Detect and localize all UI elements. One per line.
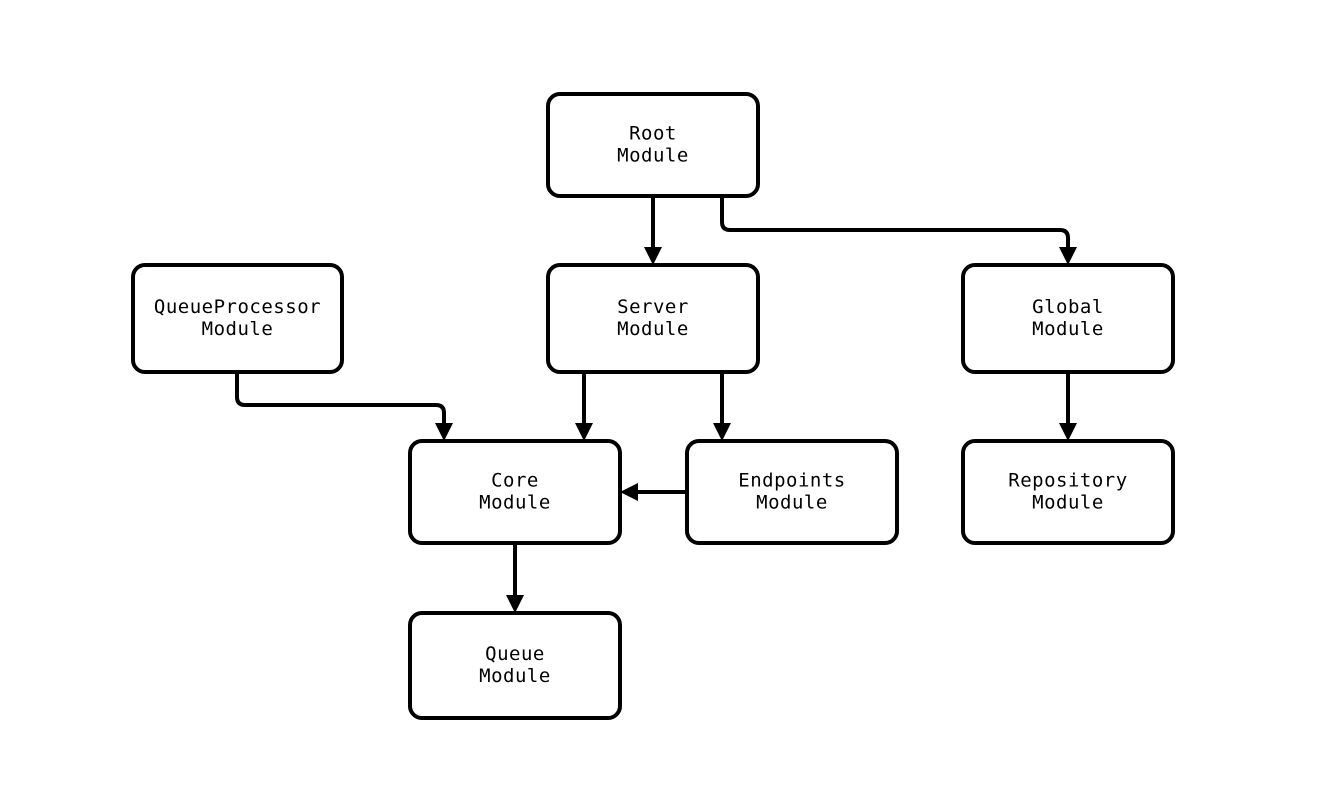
edge-server-to-core (575, 372, 593, 441)
node-label-line1-repository: Repository (1008, 470, 1127, 492)
edge-line-root-to-global (720, 196, 1070, 248)
node-box-core[interactable] (408, 439, 622, 545)
node-box-root[interactable] (546, 92, 760, 198)
node-box-global[interactable] (961, 263, 1175, 374)
nodes-layer: RootModuleQueueProcessorModuleServerModu… (131, 92, 1175, 720)
node-label-line1-queue: Queue (485, 643, 545, 665)
node-label-line2-endpoints: Module (756, 492, 828, 514)
node-label-line1-endpoints: Endpoints (738, 470, 845, 492)
node-box-endpoints[interactable] (685, 439, 899, 545)
arrowhead-icon-core-to-queue (506, 595, 524, 613)
node-box-repository[interactable] (961, 439, 1175, 545)
arrowhead-icon-queueprocessor-to-core (435, 423, 453, 441)
edges-layer (235, 196, 1077, 613)
edge-endpoints-to-core (620, 483, 687, 501)
node-label-line2-root: Module (617, 145, 689, 167)
arrowhead-icon-root-to-global (1059, 247, 1077, 265)
node-box-queueprocessor[interactable] (131, 263, 344, 374)
node-label-line2-queueprocessor: Module (202, 318, 274, 340)
edge-root-to-global (720, 196, 1077, 265)
node-label-line1-root: Root (629, 123, 677, 145)
node-label-line2-core: Module (479, 492, 551, 514)
node-label-line1-core: Core (491, 470, 539, 492)
arrowhead-icon-endpoints-to-core (620, 483, 638, 501)
arrowhead-icon-server-to-endpoints (713, 423, 731, 441)
node-box-server[interactable] (546, 263, 760, 374)
edge-global-to-repository (1059, 372, 1077, 441)
arrowhead-icon-server-to-core (575, 423, 593, 441)
node-label-line2-queue: Module (479, 665, 551, 687)
edge-line-queueprocessor-to-core (235, 372, 446, 424)
edge-server-to-endpoints (713, 372, 731, 441)
node-label-line2-server: Module (617, 318, 689, 340)
arrowhead-icon-root-to-server (644, 247, 662, 265)
node-label-line1-server: Server (617, 296, 689, 318)
edge-root-to-server (644, 196, 662, 265)
node-label-line2-repository: Module (1032, 492, 1104, 514)
edge-queueprocessor-to-core (235, 372, 453, 441)
node-label-line1-queueprocessor: QueueProcessor (154, 296, 321, 318)
node-label-line1-global: Global (1032, 296, 1104, 318)
node-box-queue[interactable] (408, 611, 622, 720)
arrowhead-icon-global-to-repository (1059, 423, 1077, 441)
edge-core-to-queue (506, 543, 524, 613)
node-label-line2-global: Module (1032, 318, 1104, 340)
